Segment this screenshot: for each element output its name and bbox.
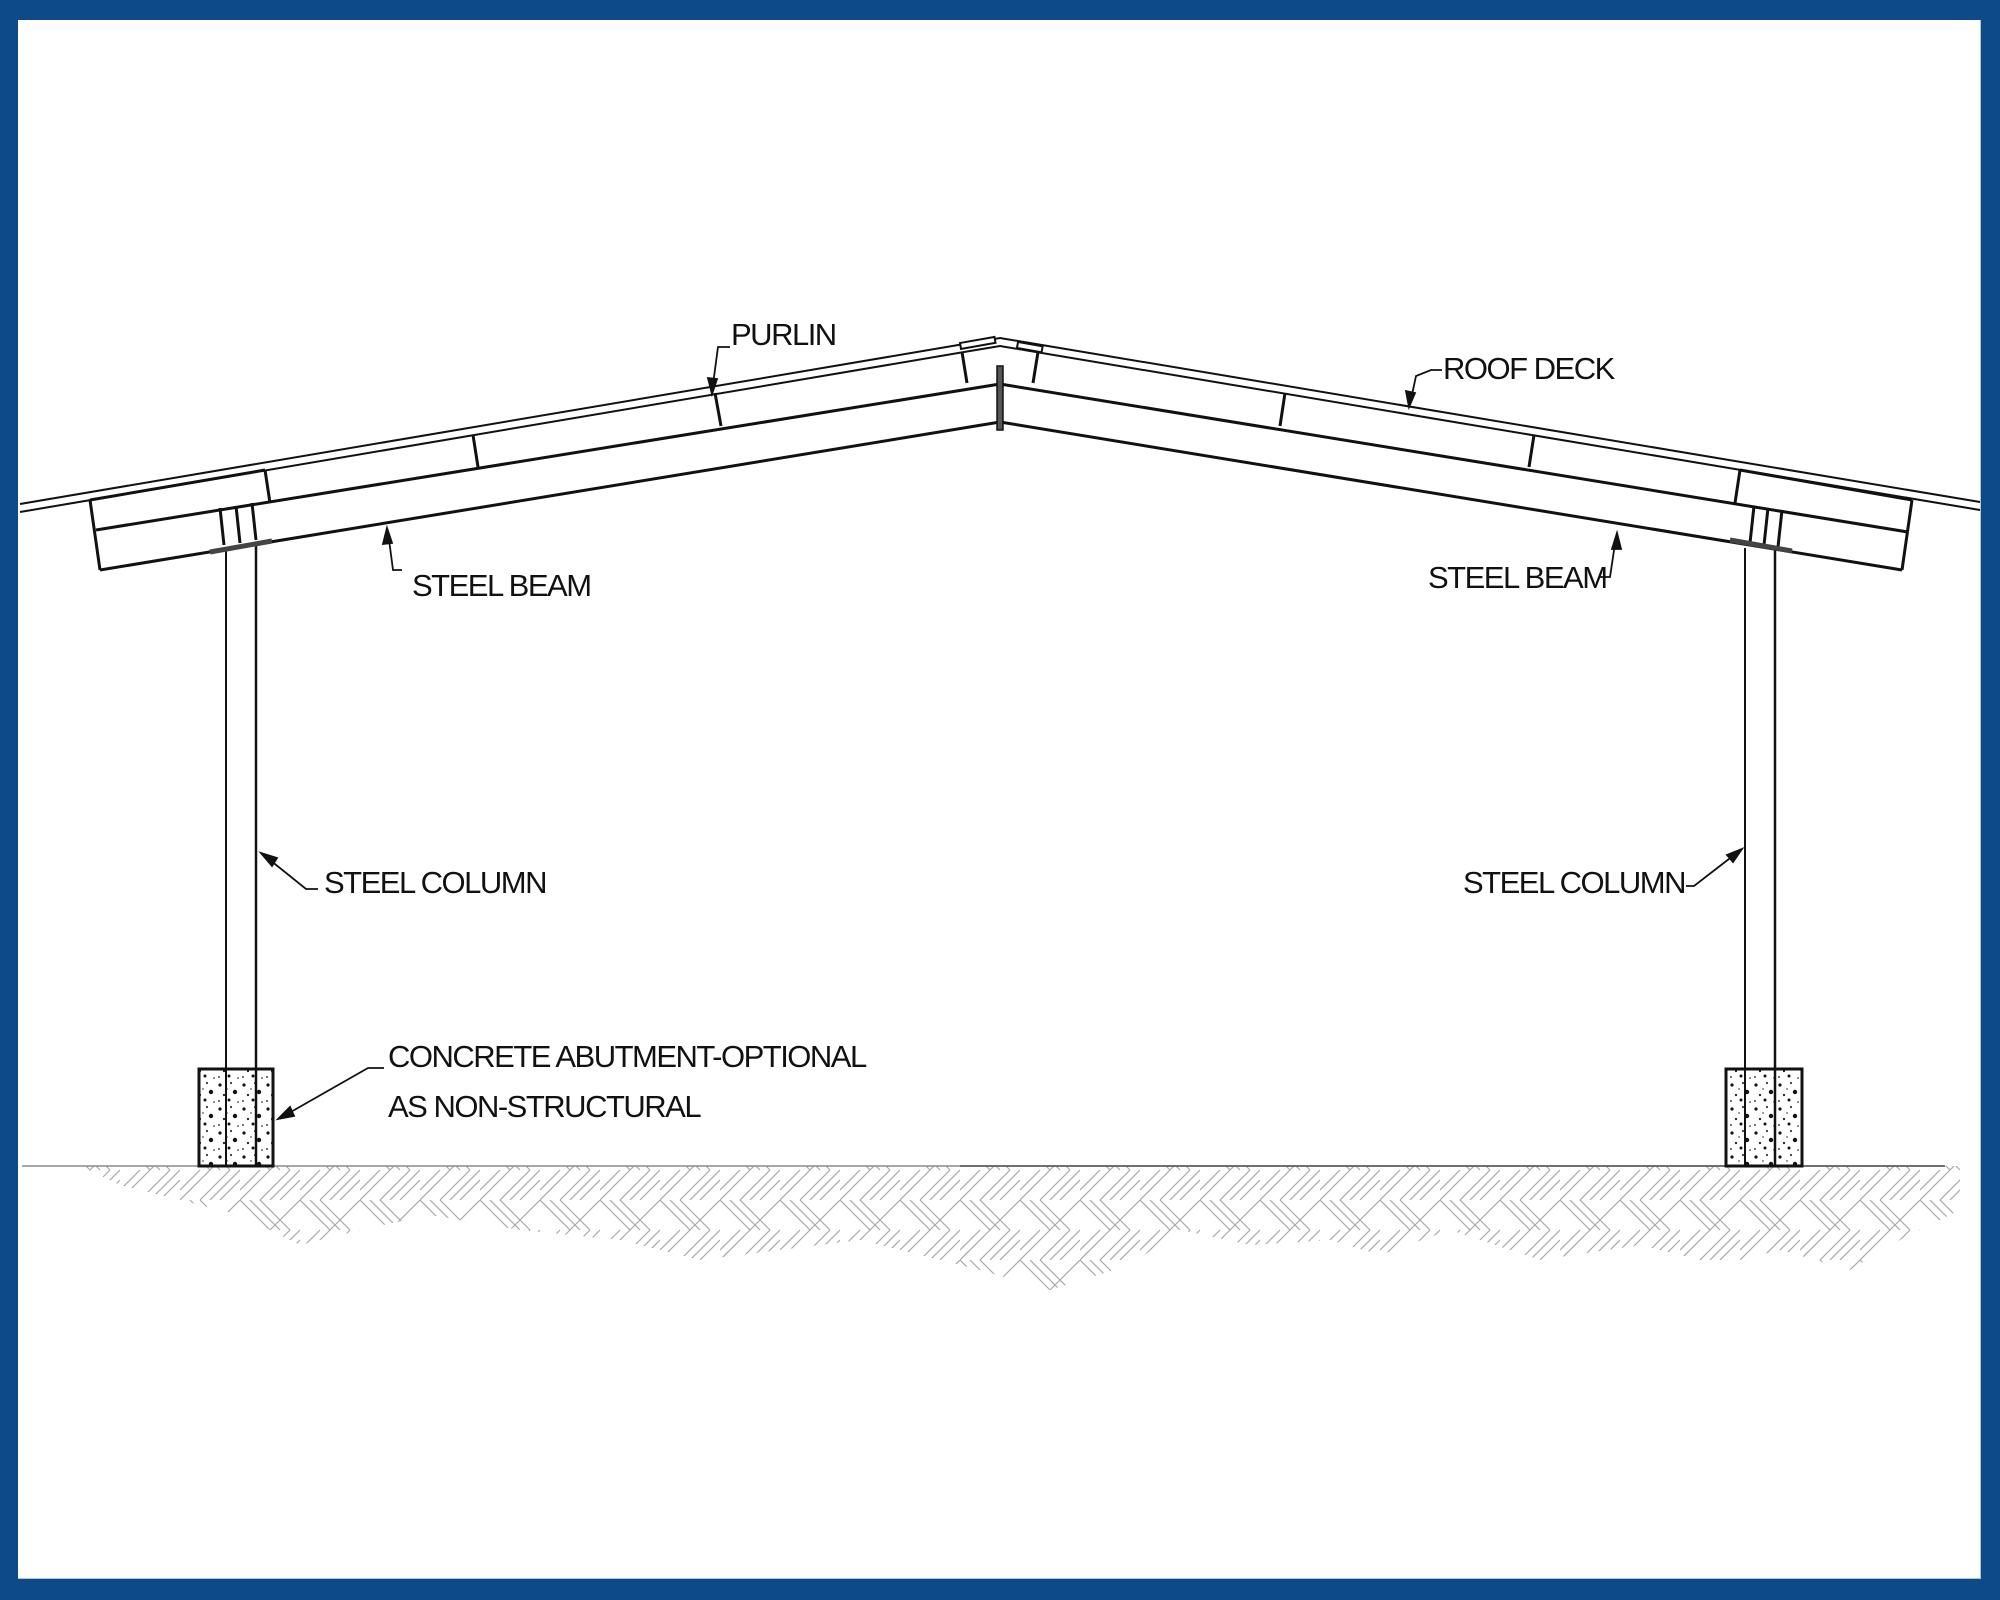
concrete-abutment-right xyxy=(1724,1067,1804,1168)
label-steel-beam-right: STEEL BEAM xyxy=(1428,560,1608,595)
ground-hatch xyxy=(22,1165,1960,1290)
leader-lines xyxy=(258,346,1745,1121)
steel-beam-left xyxy=(88,382,1001,572)
purlins-left xyxy=(263,351,969,504)
label-roof-deck: ROOF DECK xyxy=(1443,351,1615,386)
steel-beam-right xyxy=(999,382,1914,572)
label-steel-beam-left: STEEL BEAM xyxy=(412,568,592,603)
label-purlin: PURLIN xyxy=(731,317,837,352)
label-abutment-line1: CONCRETE ABUTMENT-OPTIONAL xyxy=(388,1039,867,1074)
label-steel-column-right: STEEL COLUMN xyxy=(1463,865,1687,900)
concrete-abutment-left xyxy=(197,1067,275,1168)
roof-deck xyxy=(19,335,1981,513)
steel-column-left xyxy=(209,502,273,1166)
drawing-sheet xyxy=(18,20,1981,1579)
label-abutment-line2: AS NON-STRUCTURAL xyxy=(388,1089,702,1124)
purlins-right xyxy=(1031,351,1742,504)
label-steel-column-left: STEEL COLUMN xyxy=(324,865,548,900)
ridge-plate xyxy=(996,365,1004,431)
steel-column-right xyxy=(1729,505,1793,1166)
